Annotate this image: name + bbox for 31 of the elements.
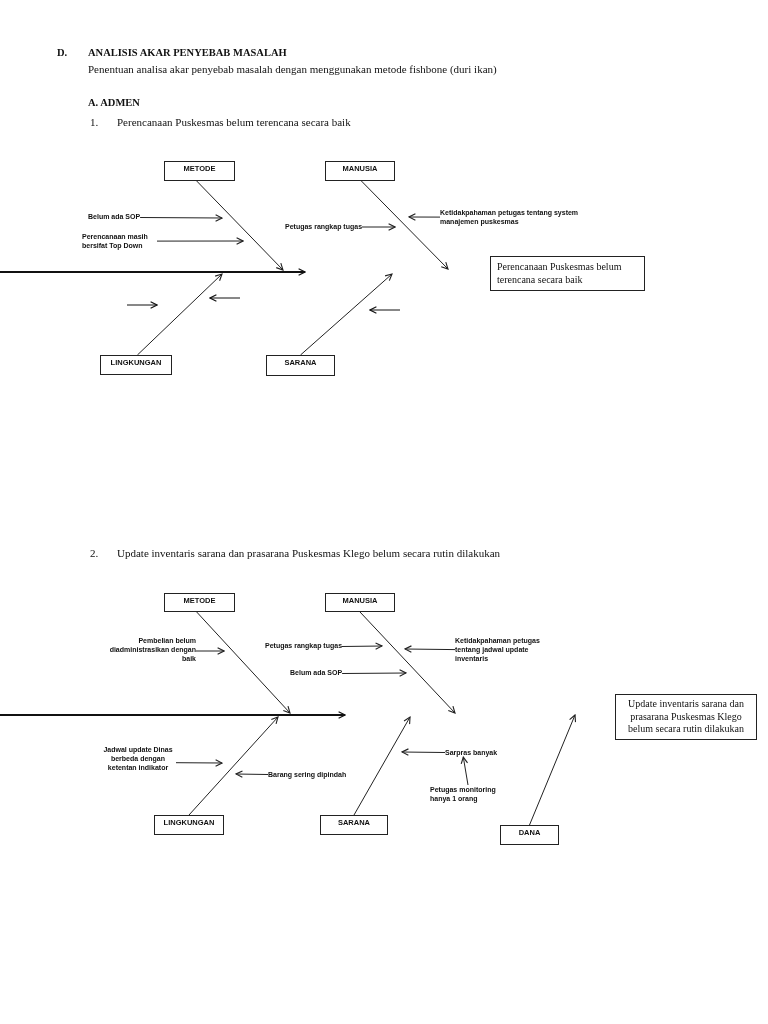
bone-arrow: [136, 273, 223, 356]
arrow: [195, 647, 225, 655]
list-number: 2.: [90, 547, 99, 560]
bone-arrow: [353, 716, 411, 816]
bone-arrow: [196, 180, 284, 271]
arrow: [235, 770, 269, 778]
bone-arrow: [196, 611, 291, 714]
problem-statement: Update inventaris sarana dan prasarana Puskesmas Klego belum secara rutin dilakukan: [117, 547, 501, 560]
arrow: [156, 237, 244, 245]
arrow: [408, 213, 441, 221]
arrow: [139, 214, 223, 222]
section-letter: D.: [57, 47, 68, 60]
arrow: [175, 759, 223, 767]
arrow: [341, 642, 383, 650]
arrow: [460, 756, 469, 786]
bone-arrow: [360, 180, 449, 270]
problem-box: Perencanaan Puskesmas belum terencana secara baik: [490, 256, 645, 291]
subsection-heading: A. ADMEN: [88, 97, 140, 110]
intro-text: Penentuan analisa akar penyebab masalah dengan menggunakan metode fishbone (duri ikan): [88, 63, 497, 76]
bone-arrow: [359, 611, 456, 714]
bone-arrow: [529, 714, 577, 826]
problem-statement: Perencanaan Puskesmas belum terencana secara baik: [117, 116, 351, 129]
arrow: [341, 669, 407, 677]
section-heading: ANALISIS AKAR PENYEBAB MASALAH: [88, 47, 287, 60]
list-number: 1.: [90, 116, 99, 129]
problem-box: Update inventaris sarana dan prasarana Puskesmas Klego belum secara rutin dilakukan: [615, 694, 757, 740]
arrow: [401, 748, 446, 756]
arrow: [404, 645, 456, 653]
bone-arrow: [188, 716, 279, 816]
bone-arrow: [300, 273, 393, 356]
arrow: [361, 223, 396, 231]
